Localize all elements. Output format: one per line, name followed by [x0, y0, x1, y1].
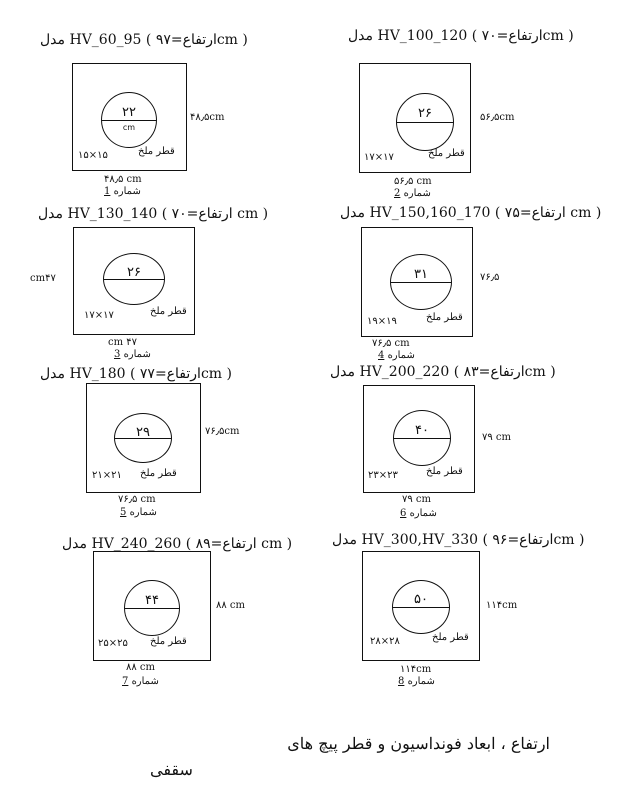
model-4-diameter-line	[391, 282, 451, 283]
model-8-right-dim: ۱۱۴cm	[486, 600, 518, 611]
model-7-hole-label: قطر ملخ	[150, 636, 187, 647]
model-8-title: مدل HV_300,HV_330 ( ارتفاع=۹۶cm )	[332, 532, 585, 548]
model-4-circle-value: ۳۱	[414, 266, 428, 282]
model-1-caption: شماره 1	[104, 186, 141, 197]
model-4-title: مدل HV_150,160_170 ( ارتفاع=۷۵ cm )	[340, 205, 602, 221]
model-8-bottom-dim: ۱۱۴cm	[400, 664, 432, 675]
model-5-title: مدل HV_180 ( ارتفاع=۷۷cm )	[40, 366, 232, 382]
model-4-bolt-circle: ۳۱	[390, 254, 452, 310]
model-7-hole-size: ۲۵×۲۵	[98, 638, 128, 649]
model-6-caption: شماره 6	[400, 508, 437, 519]
model-3-circle-value: ۲۶	[127, 265, 141, 280]
model-4-hole-label: قطر ملخ	[426, 312, 463, 323]
model-7-right-dim: ۸۸ cm	[216, 600, 246, 611]
model-7-caption: شماره 7	[122, 676, 159, 687]
model-6-bolt-circle: ۴۰	[393, 410, 451, 466]
model-3-foundation-box	[73, 227, 195, 335]
model-3-bottom-dim: cm ۴۷	[108, 337, 138, 348]
model-5-bolt-circle: ۲۹	[114, 413, 172, 463]
model-1-circle-value: ۲۲	[122, 104, 136, 120]
model-2-foundation-box	[359, 63, 471, 173]
model-6-diameter-line	[394, 438, 450, 439]
model-6-hole-label: قطر ملخ	[426, 466, 463, 477]
model-5-caption: شماره 5	[120, 507, 157, 518]
model-2-caption: شماره 2	[394, 188, 431, 199]
model-5-right-dim: ۷۶٫۵cm	[205, 426, 240, 437]
model-6-circle-value: ۴۰	[415, 422, 429, 438]
model-8-caption: شماره 8	[398, 676, 435, 687]
model-2-circle-value: ۲۶	[418, 106, 432, 122]
model-1-right-dim: ۴۸٫۵cm	[190, 112, 225, 123]
model-7-diameter-line	[125, 608, 179, 609]
model-7-foundation-box	[93, 551, 211, 661]
model-3-diameter-line	[104, 279, 164, 280]
footer-line-1: ارتفاع ، ابعاد فونداسیون و قطر پیچ های	[287, 734, 550, 753]
model-6-foundation-box	[363, 385, 475, 493]
model-3-hole-label: قطر ملخ	[150, 306, 187, 317]
model-8-foundation-box	[362, 551, 480, 661]
model-5-hole-size: ۲۱×۲۱	[92, 470, 122, 481]
model-8-hole-size: ۲۸×۲۸	[370, 636, 400, 647]
model-1-bolt-circle: ۲۲ cm	[101, 92, 157, 148]
model-3-caption: شماره 3	[114, 349, 151, 360]
model-1-bottom-dim: ۴۸٫۵ cm	[104, 174, 142, 185]
model-3-bolt-circle: ۲۶	[103, 253, 165, 305]
model-8-circle-value: ۵۰	[414, 592, 428, 608]
model-2-diameter-line	[397, 122, 453, 123]
model-1-hole-label: قطر ملخ	[138, 146, 175, 157]
model-3-title: مدل HV_130_140 ( ارتفاع=۷۰ cm )	[38, 206, 269, 222]
model-2-right-dim: ۵۶٫۵cm	[480, 112, 515, 123]
model-2-title: مدل HV_100_120 ( ارتفاع=۷۰cm )	[348, 28, 574, 44]
model-8-bolt-circle: ۵۰	[392, 580, 450, 634]
model-6-bottom-dim: ۷۹ cm	[402, 494, 432, 505]
model-4-caption: شماره 4	[378, 350, 415, 361]
model-5-circle-value: ۲۹	[136, 424, 150, 440]
model-1-foundation-box	[72, 63, 187, 171]
model-2-bottom-dim: ۵۶٫۵ cm	[394, 176, 432, 187]
model-8-hole-label: قطر ملخ	[432, 632, 469, 643]
model-1-diameter-line	[102, 120, 156, 121]
model-2-hole-size: ۱۷×۱۷	[364, 152, 394, 163]
model-3-hole-size: ۱۷×۱۷	[84, 310, 114, 321]
model-5-diameter-line	[115, 438, 171, 439]
model-1-title: مدل HV_60_95 ( ارتفاع=۹۷cm )	[40, 32, 248, 48]
model-2-bolt-circle: ۲۶	[396, 93, 454, 151]
model-4-hole-size: ۱۹×۱۹	[367, 316, 397, 327]
model-2-hole-label: قطر ملخ	[428, 148, 465, 159]
model-4-foundation-box	[361, 227, 473, 337]
model-7-bottom-dim: ۸۸ cm	[126, 662, 156, 673]
model-7-title: مدل HV_240_260 ( ارتفاع=۸۹ cm )	[62, 536, 293, 552]
model-1-circle-unit: cm	[122, 122, 136, 132]
model-5-foundation-box	[86, 383, 201, 493]
model-8-diameter-line	[393, 607, 449, 608]
footer-note: ارتفاع ، ابعاد فونداسیون و قطر پیچ های س…	[150, 722, 550, 782]
model-6-right-dim: ۷۹ cm	[482, 432, 512, 443]
model-3-left-dim: cm۴۷	[30, 273, 56, 284]
footer-line-2: سقفی	[150, 760, 193, 779]
model-4-right-dim: ۷۶٫۵	[480, 272, 500, 283]
model-7-circle-value: ۴۴	[145, 592, 159, 608]
model-6-title: مدل HV_200_220 ( ارتفاع=۸۳cm )	[330, 364, 556, 380]
model-4-bottom-dim: ۷۶٫۵ cm	[372, 338, 410, 349]
model-5-bottom-dim: ۷۶٫۵ cm	[118, 494, 156, 505]
model-6-hole-size: ۲۳×۲۳	[368, 470, 398, 481]
model-7-bolt-circle: ۴۴	[124, 580, 180, 636]
model-5-hole-label: قطر ملخ	[140, 468, 177, 479]
model-1-hole-size: ۱۵×۱۵	[78, 150, 108, 161]
